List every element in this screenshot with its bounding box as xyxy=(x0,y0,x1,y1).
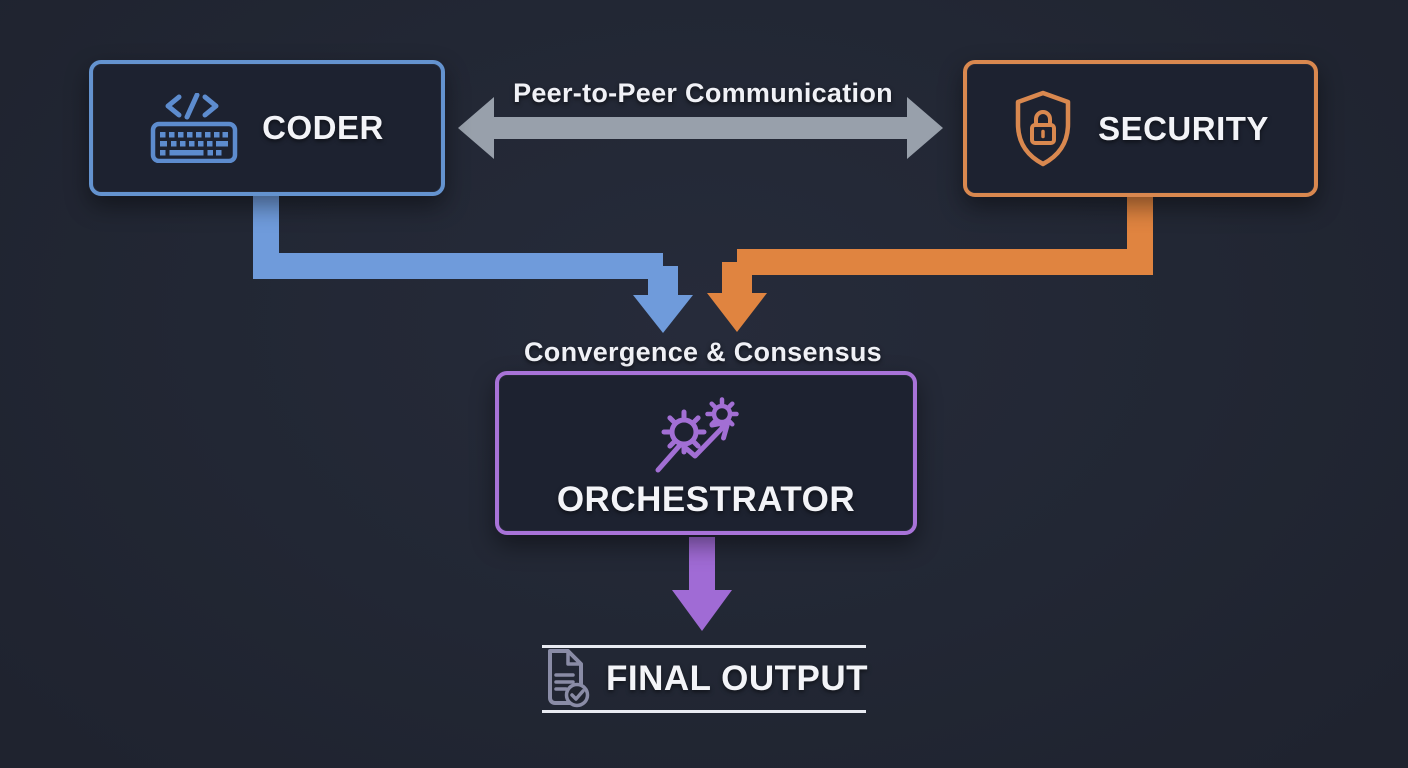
security-to-orchestrator-connector xyxy=(707,192,1153,332)
orchestrator-to-final-connector xyxy=(672,537,732,631)
keyboard-code-icon xyxy=(150,93,238,163)
coder-arrowhead-icon xyxy=(633,295,693,333)
gears-growth-icon xyxy=(655,397,739,473)
final-output-label: FINAL OUTPUT xyxy=(606,659,869,698)
orchestrator-label: ORCHESTRATOR xyxy=(556,480,856,519)
final-output-node: FINAL OUTPUT xyxy=(542,645,869,713)
coder-node: CODER xyxy=(89,60,445,196)
shield-lock-icon xyxy=(1015,90,1071,166)
convergence-label: Convergence & Consensus xyxy=(524,337,882,367)
peer-to-peer-arrow xyxy=(458,97,943,159)
coder-to-orchestrator-connector xyxy=(253,192,693,333)
orchestrator-arrowhead-icon xyxy=(672,590,732,631)
peer-to-peer-label: Peer-to-Peer Communication xyxy=(513,78,893,108)
security-node: SECURITY xyxy=(963,60,1318,197)
orchestrator-node: ORCHESTRATOR xyxy=(495,371,917,535)
security-arrowhead-icon xyxy=(707,293,767,332)
security-label: SECURITY xyxy=(1098,109,1269,147)
coder-label: CODER xyxy=(262,109,384,146)
document-check-icon xyxy=(548,649,590,708)
